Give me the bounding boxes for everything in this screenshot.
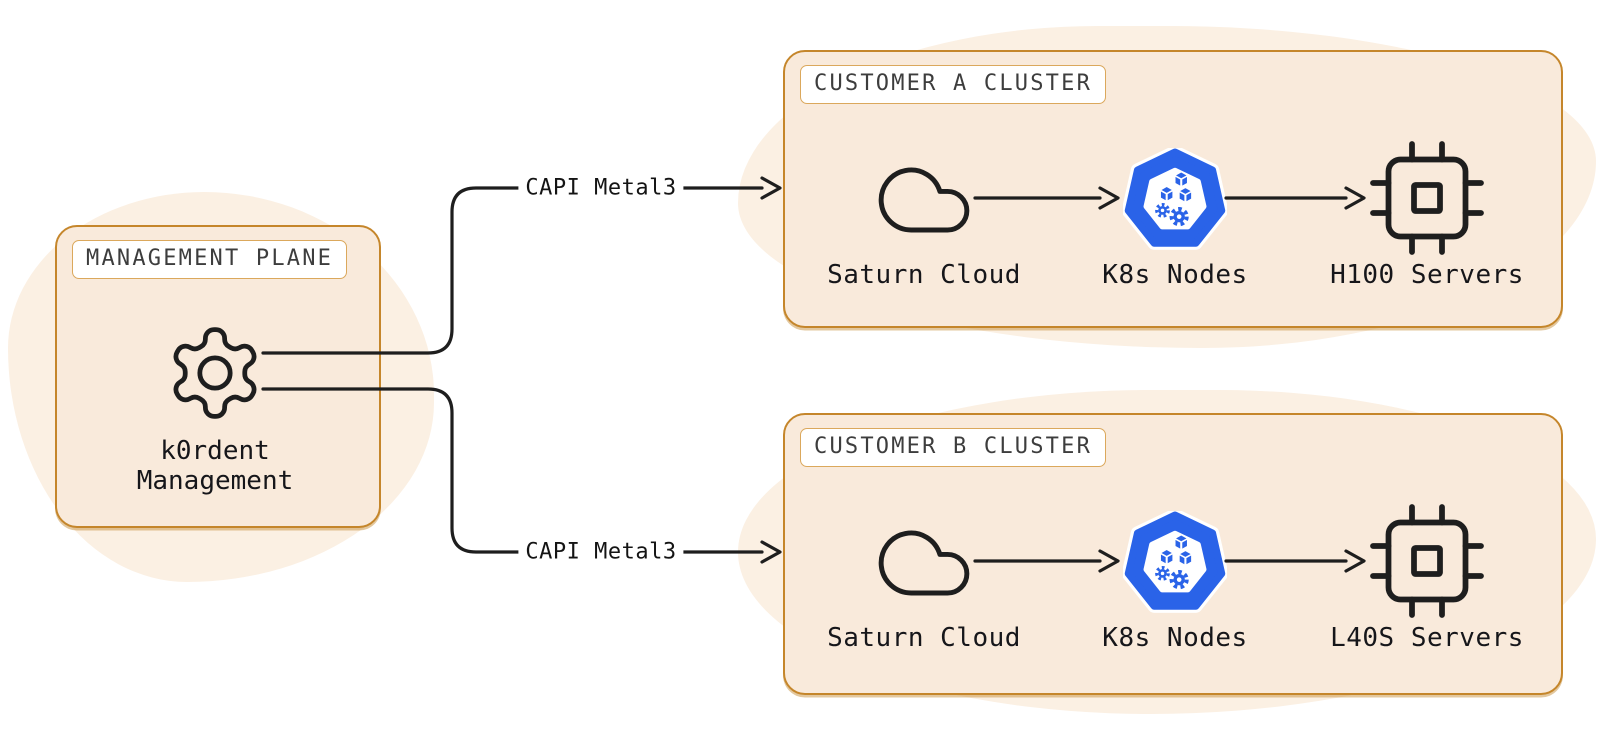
management-node-label-line1: k0rdent bbox=[160, 436, 270, 466]
customer-b-cluster-title: CUSTOMER B CLUSTER bbox=[800, 428, 1107, 467]
management-plane-title: MANAGEMENT PLANE bbox=[72, 240, 348, 279]
node-label-saturn-cloud: Saturn Cloud bbox=[827, 623, 1021, 653]
management-node-label-line2: Management bbox=[136, 466, 294, 496]
node-label-h100-servers: H100 Servers bbox=[1330, 260, 1524, 290]
kubernetes-icon bbox=[1121, 508, 1229, 615]
cloud-icon bbox=[872, 155, 976, 245]
cpu-chip-icon bbox=[1367, 501, 1487, 621]
management-plane-box: MANAGEMENT PLANE k0rdent Management bbox=[55, 225, 381, 528]
cloud-icon bbox=[872, 518, 976, 608]
connector-label-capi-metal3-b: CAPI Metal3 bbox=[518, 539, 684, 565]
node-label-saturn-cloud: Saturn Cloud bbox=[827, 260, 1021, 290]
customer-a-cluster-title: CUSTOMER A CLUSTER bbox=[800, 65, 1107, 104]
gear-icon bbox=[163, 321, 267, 425]
cpu-chip-icon bbox=[1367, 138, 1487, 258]
node-label-k8s-nodes: K8s Nodes bbox=[1102, 623, 1248, 653]
kubernetes-icon bbox=[1121, 145, 1229, 252]
node-label-k8s-nodes: K8s Nodes bbox=[1102, 260, 1248, 290]
connector-label-capi-metal3-a: CAPI Metal3 bbox=[518, 175, 684, 201]
node-label-l40s-servers: L40S Servers bbox=[1330, 623, 1524, 653]
management-node-label: k0rdent Management bbox=[137, 436, 294, 496]
customer-b-cluster-box: CUSTOMER B CLUSTER Saturn Cloud bbox=[783, 413, 1563, 695]
customer-a-cluster-box: CUSTOMER A CLUSTER Saturn Cloud bbox=[783, 50, 1563, 328]
